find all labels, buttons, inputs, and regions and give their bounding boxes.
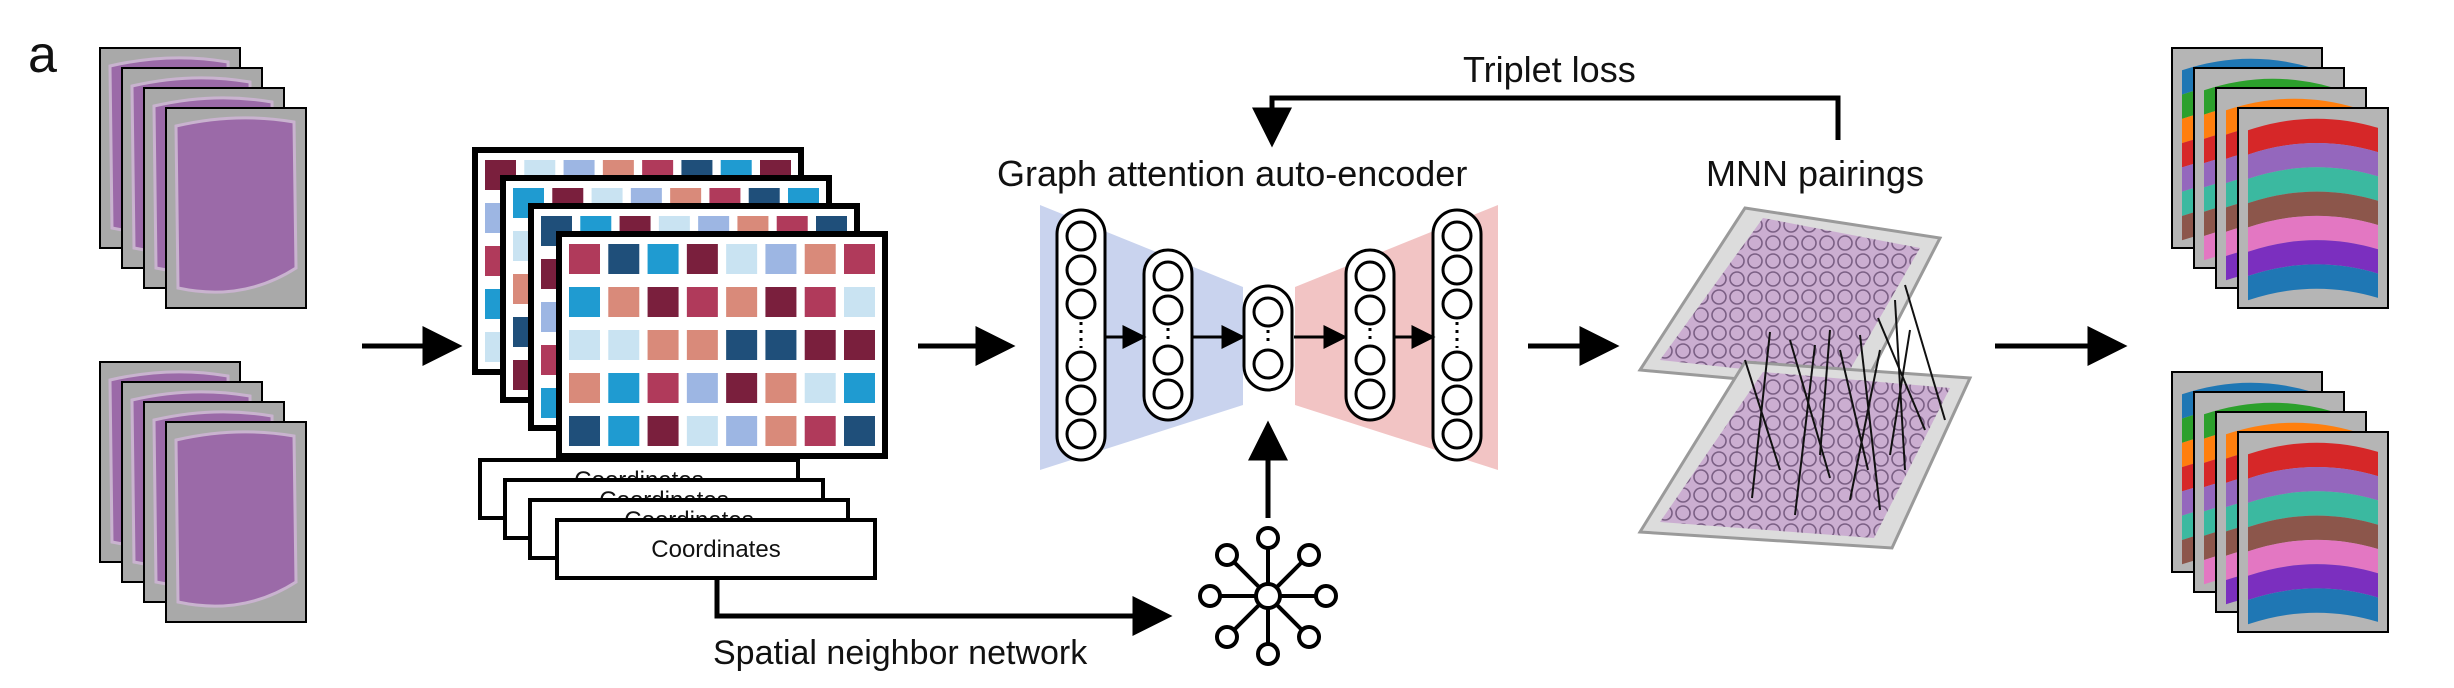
coordinates-to-network-arrow (714, 578, 1173, 636)
mnn-pair-line (1751, 331, 1771, 499)
mnn-pair-line (1904, 284, 1946, 421)
mnn-pair-line (1744, 359, 1781, 471)
mnn-top-plane (1637, 206, 1943, 392)
panel-label: a (28, 26, 57, 84)
mnn-title: MNN pairings (1706, 153, 1924, 194)
cluster-slide (2237, 431, 2389, 633)
triplet-loss-label: Triplet loss (1463, 49, 1636, 90)
mnn-pair-line (1877, 317, 1926, 431)
ae-layer (1242, 284, 1294, 392)
expression-matrix-stack (472, 147, 888, 459)
mnn-pair-line (1894, 299, 1906, 471)
he-slide (165, 421, 307, 623)
ae-layer (1431, 208, 1483, 462)
gat-title: Graph attention auto-encoder (997, 153, 1467, 194)
ae-layer (1344, 248, 1396, 422)
coordinates-box-4: Coordinates (555, 518, 877, 580)
autoencoder-layers (1055, 208, 1483, 462)
mnn-pair-line (1849, 349, 1881, 501)
cluster-slide-stack-top (2171, 47, 2389, 309)
mnn-pair-line (1789, 339, 1831, 479)
spatial-network-label: Spatial neighbor network (713, 634, 1088, 672)
expression-matrix (556, 231, 888, 459)
cluster-slide (2237, 107, 2389, 309)
coordinates-stack: Coordinates Coordinates Coordinates Coor… (478, 458, 877, 580)
he-slide (165, 107, 307, 309)
graph-network-icon (1198, 526, 1338, 666)
ae-layer (1055, 208, 1107, 462)
cluster-slide-stack-bottom (2171, 371, 2389, 633)
mnn-pair-line (1859, 334, 1881, 511)
mnn-pair-line (1794, 344, 1816, 516)
mnn-pair-line (1839, 349, 1869, 471)
mnn-pair-line (1889, 329, 1911, 456)
ae-layer (1142, 248, 1194, 422)
mnn-pairing-planes (1637, 206, 1973, 550)
mnn-pair-line (1819, 329, 1831, 456)
he-slide-stack-top (99, 47, 307, 309)
triplet-loss-arrow (1252, 95, 1841, 148)
svg-text:Coordinates: Coordinates (651, 536, 780, 563)
he-slide-stack-bottom (99, 361, 307, 623)
